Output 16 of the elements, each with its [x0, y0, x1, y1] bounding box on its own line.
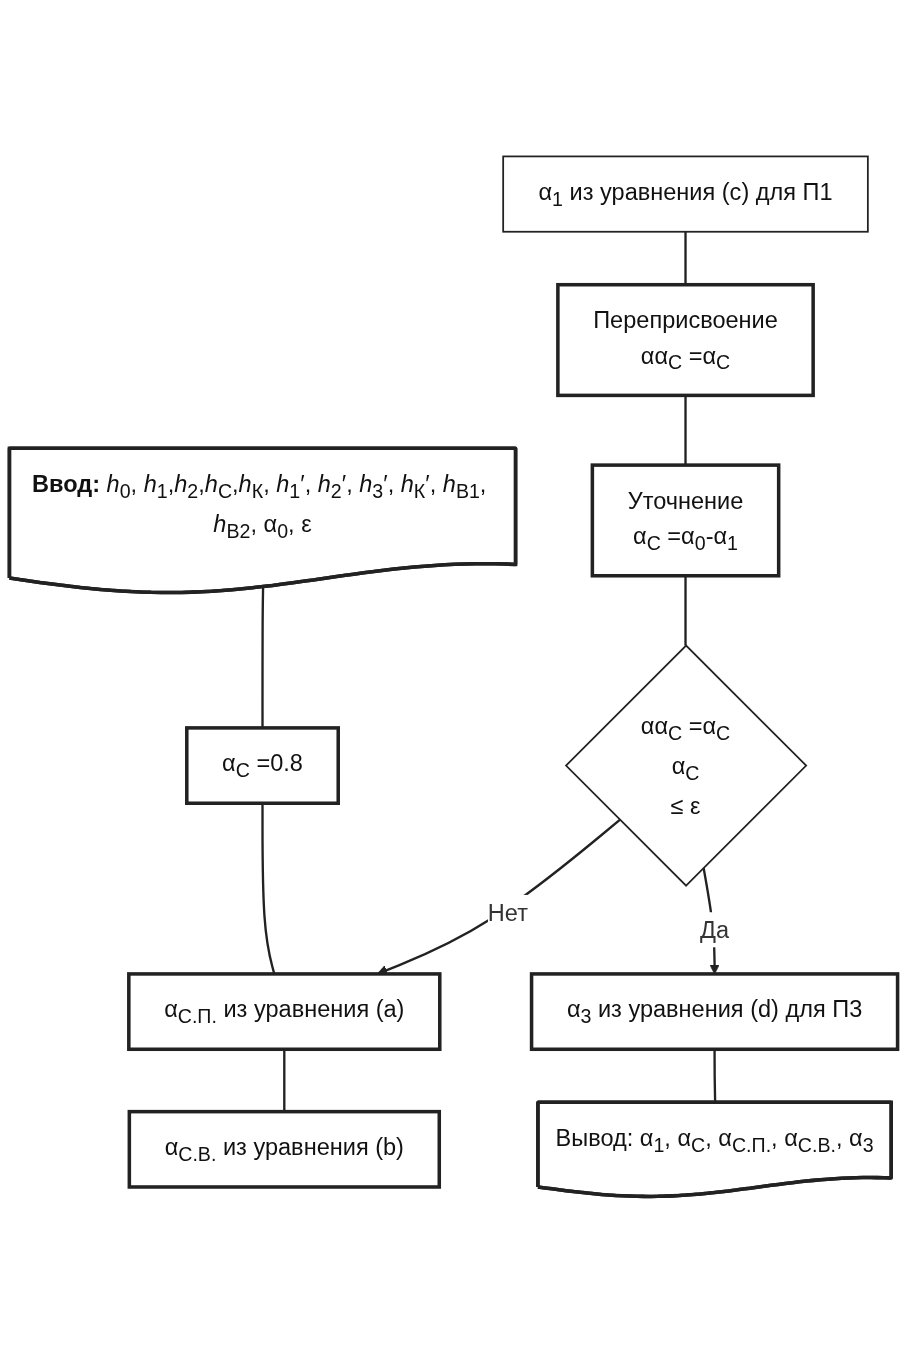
connector	[684, 575, 687, 646]
connector	[283, 1049, 286, 1112]
edge-label: Нет	[487, 899, 528, 926]
node-box: α$_{С}$ =0.8	[185, 726, 340, 806]
connector	[261, 587, 265, 728]
node-box: α$_{С.В.}$ из уравнения (b)	[127, 1109, 442, 1189]
node-box: Переприсвоение αα$_{С}$ =α$_{С}$	[556, 283, 815, 398]
connector	[684, 231, 687, 285]
node-box: α$_{1}$ из уравнения (c) для П1	[502, 155, 869, 233]
node-box: α$_{С.П.}$ из уравнения (a)	[127, 972, 442, 1052]
edge-label: Да	[700, 916, 730, 943]
connector	[261, 803, 276, 975]
node-diamond: αα$_{С}$ =α$_{С}$ α$_{С}$ ≤ ε	[564, 644, 808, 887]
node-box: α$_{3}$ из уравнения (d) для П3	[529, 972, 900, 1052]
connector	[684, 395, 687, 466]
node-box: Уточнение α$_{С}$ =α$_{0}$-α$_{1}$	[590, 463, 781, 578]
